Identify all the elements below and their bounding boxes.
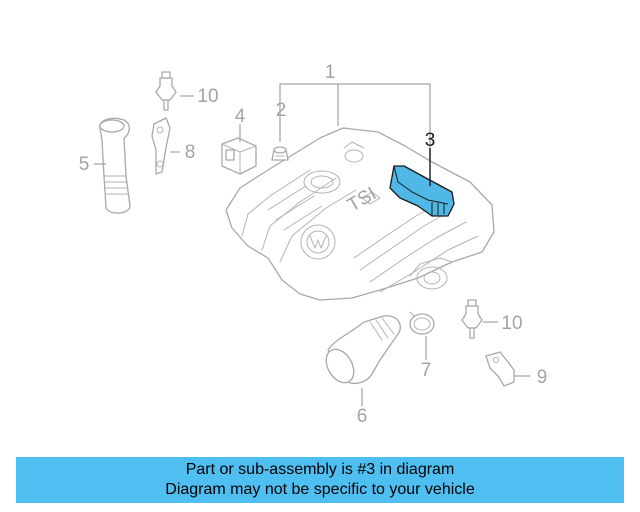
highlighted-part-3 xyxy=(389,165,455,217)
leader-lines xyxy=(94,83,530,406)
bracket-part-9 xyxy=(485,351,515,387)
banner-line-1: Part or sub-assembly is #3 in diagram xyxy=(185,461,455,478)
sensor-part-10-right xyxy=(461,299,483,339)
callout-6: 6 xyxy=(357,406,368,427)
callout-2: 2 xyxy=(276,100,287,121)
clamp-part-7 xyxy=(409,311,435,335)
intake-duct-part-6 xyxy=(325,315,401,385)
callout-8: 8 xyxy=(185,142,196,163)
sensor-part-10-top xyxy=(155,71,177,111)
parts-diagram: TSI xyxy=(79,62,548,427)
callout-1: 1 xyxy=(325,62,336,83)
callout-10-right: 10 xyxy=(501,313,522,334)
callout-5: 5 xyxy=(79,154,90,175)
banner-line-2: Diagram may not be specific to your vehi… xyxy=(165,481,475,498)
bracket-part-8 xyxy=(151,117,171,175)
callout-10-top: 10 xyxy=(197,86,218,107)
grommet-part-2 xyxy=(271,146,289,161)
callout-7: 7 xyxy=(421,360,432,381)
hose-part-5 xyxy=(99,117,131,214)
callout-3: 3 xyxy=(425,130,436,151)
sensor-part-4 xyxy=(221,137,257,175)
callout-4: 4 xyxy=(235,106,246,127)
engine-cover: TSI xyxy=(225,127,495,301)
info-banner: Part or sub-assembly is #3 in diagram Di… xyxy=(16,457,624,503)
callout-9: 9 xyxy=(537,367,548,388)
